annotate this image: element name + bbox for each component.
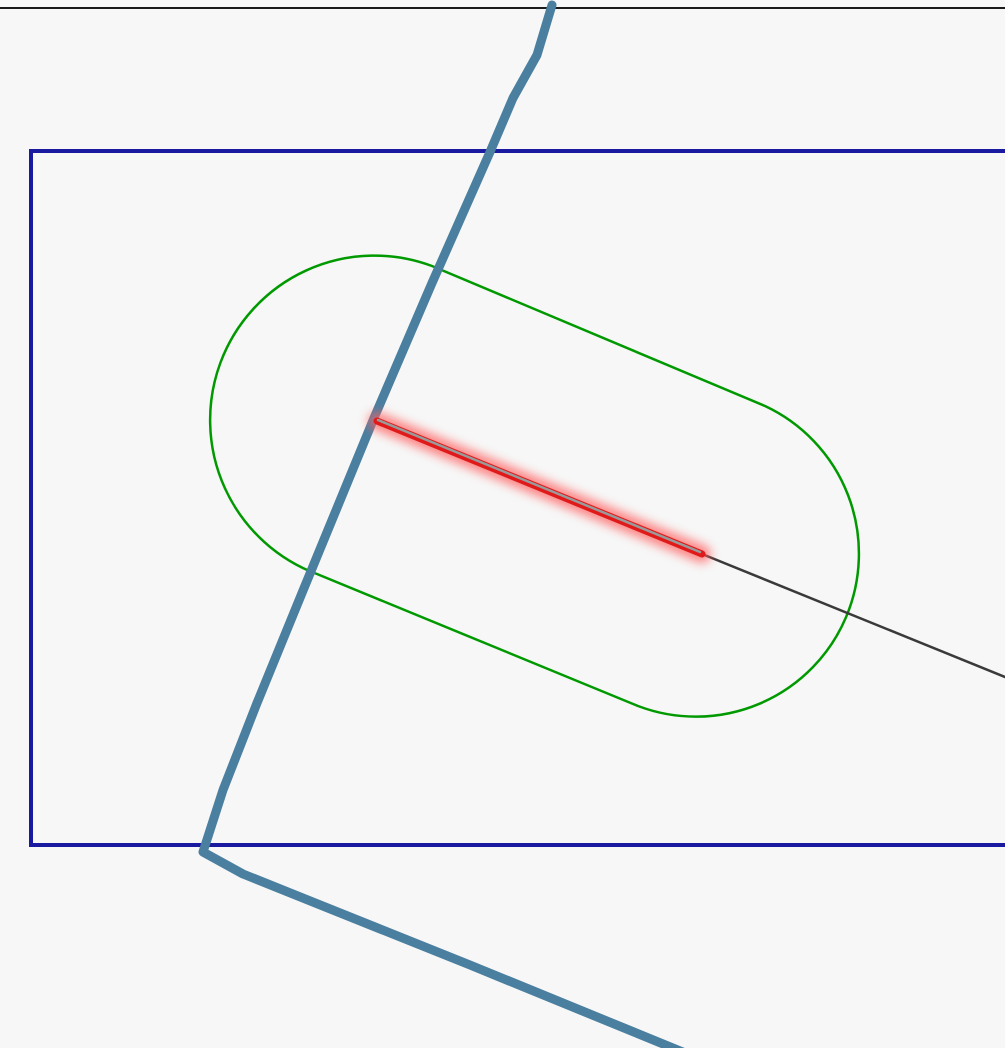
gray-ray-line[interactable] [701,552,1005,679]
segment-core-line [376,418,702,554]
steel-blue-polyline[interactable] [198,0,690,1048]
blue-rectangle[interactable] [29,149,1005,847]
green-capsule-outline[interactable] [208,254,861,718]
